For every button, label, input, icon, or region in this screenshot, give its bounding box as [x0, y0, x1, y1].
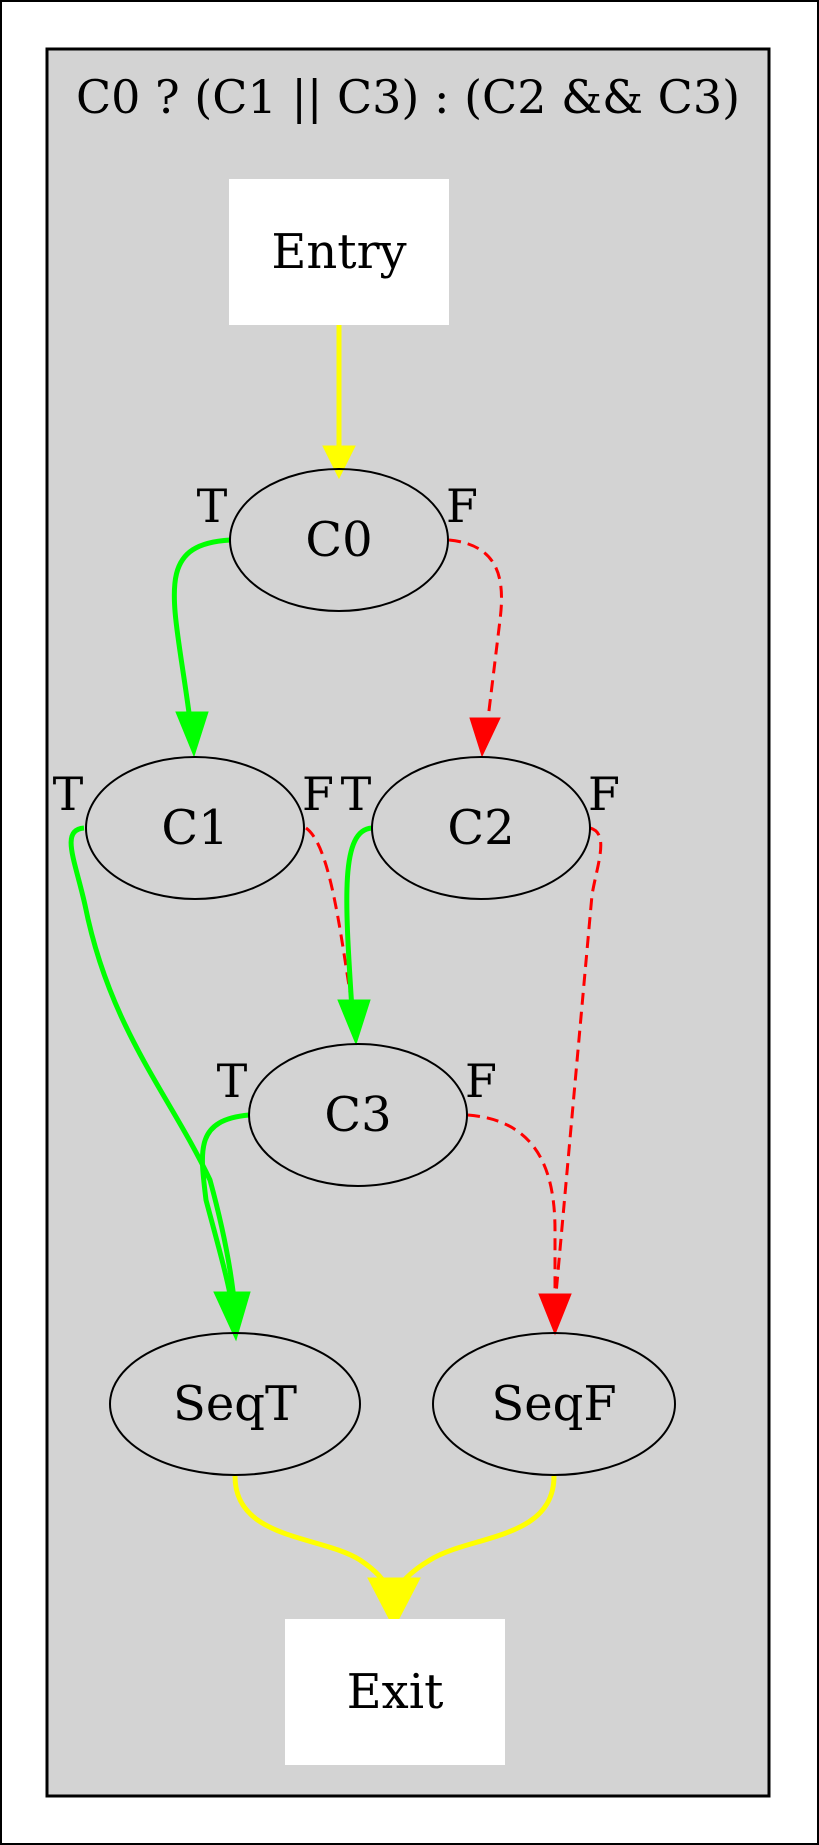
node-c1: C1 [85, 756, 305, 900]
c2-false-label: F [588, 767, 620, 821]
node-c0-label: C0 [305, 512, 372, 568]
node-c1-label: C1 [161, 800, 228, 856]
edge-c1-seqt-true [68, 825, 238, 1311]
node-seqt-label: SeqT [173, 1376, 297, 1432]
c2-true-label: T [341, 767, 372, 821]
edge-entry-c0 [322, 325, 356, 480]
c3-false-label: F [465, 1054, 497, 1108]
edge-c0-c2-false [448, 538, 503, 758]
node-entry: Entry [229, 179, 449, 325]
edge-seqf-exit [367, 1475, 557, 1630]
c3-true-label: T [217, 1054, 248, 1108]
node-c0: C0 [229, 468, 449, 612]
edge-c3-seqf-false [467, 1113, 572, 1336]
node-entry-label: Entry [271, 224, 406, 280]
c1-true-label: T [53, 767, 84, 821]
node-c3-label: C3 [324, 1087, 391, 1143]
cluster-box [45, 47, 771, 1798]
node-c3: C3 [248, 1043, 468, 1187]
node-exit: Exit [285, 1619, 505, 1765]
c0-true-label: T [197, 479, 228, 533]
node-seqt: SeqT [109, 1332, 361, 1476]
node-seqf-label: SeqF [491, 1376, 616, 1432]
node-c2: C2 [371, 756, 591, 900]
node-exit-label: Exit [347, 1664, 444, 1720]
edge-c3-seqt-true [199, 1112, 251, 1342]
node-seqf: SeqF [432, 1332, 676, 1476]
edge-c2-seqf-false [553, 826, 603, 1306]
node-c2-label: C2 [447, 800, 514, 856]
c0-false-label: F [446, 479, 478, 533]
c1-false-label: F [302, 767, 334, 821]
cluster-title: C0 ? (C1 || C3) : (C2 && C3) [76, 70, 740, 124]
edge-c2-c3-true [337, 825, 373, 1046]
edge-c0-c1-true [171, 537, 231, 758]
